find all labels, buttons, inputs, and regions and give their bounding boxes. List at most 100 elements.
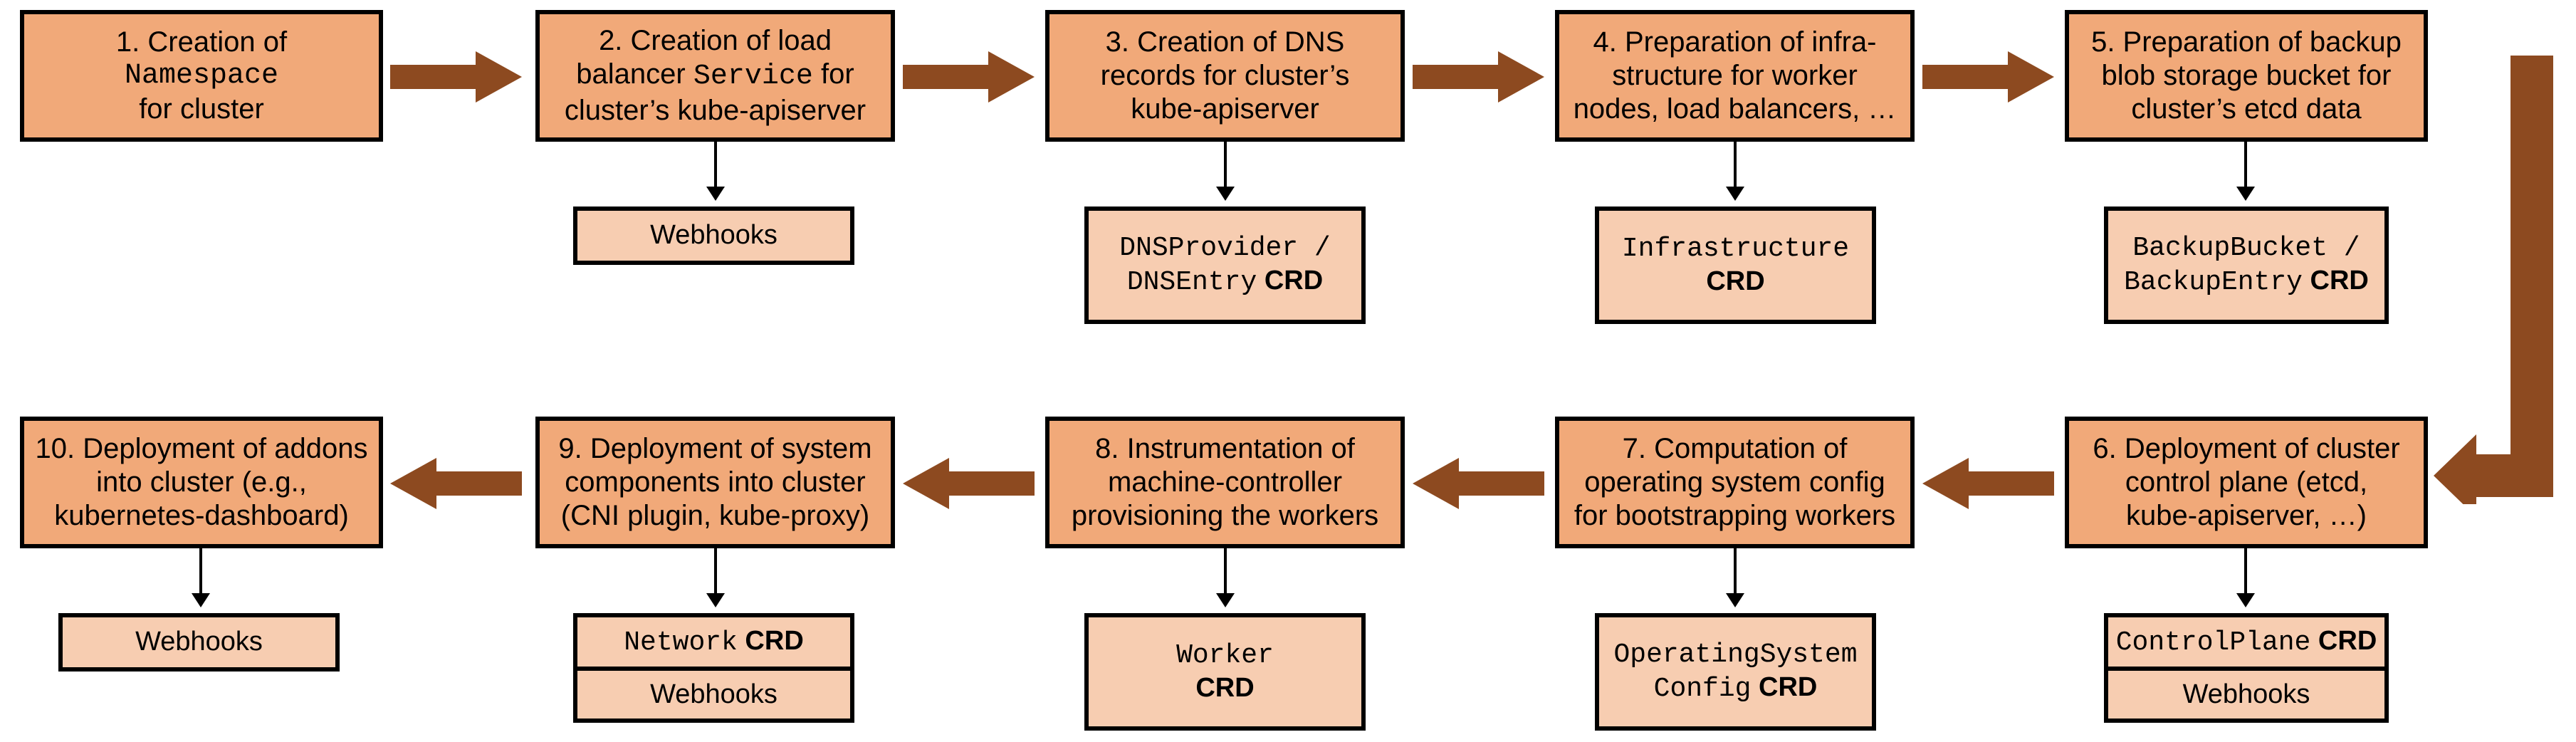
artifact-box-4-infrastructure-crd[interactable]: Infrastructure CRD bbox=[1595, 207, 1876, 324]
flow-arrow-2-to-3 bbox=[903, 51, 1035, 103]
step-10-line-3: kubernetes-dashboard) bbox=[54, 500, 349, 532]
flow-arrow-7-to-8 bbox=[1413, 458, 1544, 509]
step-box-1[interactable]: 1. Creation of Namespace for cluster bbox=[20, 10, 383, 142]
artifact-4-line-1: Infrastructure bbox=[1621, 233, 1850, 264]
step-box-2[interactable]: 2. Creation of load balancer Service for… bbox=[535, 10, 895, 142]
flow-arrow-1-to-2 bbox=[390, 51, 522, 103]
step-2-line-1: 2. Creation of load bbox=[599, 25, 832, 57]
flow-arrow-9-to-10 bbox=[390, 458, 522, 509]
flow-arrow-5-to-6-wraparound bbox=[2434, 56, 2576, 504]
step-4-line-2: structure for worker bbox=[1612, 59, 1858, 91]
artifact-9-line-1-a: Network bbox=[624, 627, 738, 658]
step-8-line-3: provisioning the workers bbox=[1071, 500, 1379, 532]
artifact-6-line-1: ControlPlane CRD bbox=[2116, 625, 2377, 659]
artifact-6-line-1-b: CRD bbox=[2310, 625, 2377, 656]
connector-6 bbox=[2244, 548, 2247, 597]
step-2-line-3: cluster’s kube-apiserver bbox=[564, 94, 866, 126]
step-10-line-2: into cluster (e.g., bbox=[96, 466, 307, 498]
artifact-box-8-worker-crd[interactable]: Worker CRD bbox=[1084, 613, 1366, 731]
step-1-line-2: Namespace bbox=[124, 59, 279, 92]
connector-4-arrowhead bbox=[1726, 187, 1744, 201]
artifact-5-line-2: BackupEntry CRD bbox=[2124, 265, 2369, 299]
artifact-9-line-1: Network CRD bbox=[624, 625, 804, 659]
step-4-line-3: nodes, load balancers, … bbox=[1573, 93, 1897, 125]
connector-9 bbox=[714, 548, 717, 597]
step-2-line-2-a: balancer bbox=[576, 58, 693, 90]
connector-10 bbox=[199, 548, 202, 597]
step-7-line-3: for bootstrapping workers bbox=[1574, 500, 1896, 532]
step-6-line-1: 6. Deployment of cluster bbox=[2093, 432, 2400, 464]
connector-2-arrowhead bbox=[706, 187, 725, 201]
connector-4 bbox=[1734, 142, 1737, 190]
step-9-line-2: components into cluster bbox=[565, 466, 866, 498]
flow-arrow-8-to-9 bbox=[903, 458, 1035, 509]
step-2-line-2-b: Service bbox=[693, 61, 813, 93]
artifact-7-line-1: OperatingSystem bbox=[1613, 639, 1858, 670]
step-5-line-1: 5. Preparation of backup bbox=[2091, 26, 2402, 58]
step-3-line-2: records for cluster’s bbox=[1100, 59, 1350, 91]
artifact-9-network-crd[interactable]: Network CRD bbox=[577, 617, 850, 667]
step-8-line-2: machine-controller bbox=[1107, 466, 1343, 498]
artifact-3-line-2-a: DNSEntry bbox=[1126, 266, 1257, 298]
artifact-5-line-1: BackupBucket / bbox=[2132, 232, 2360, 263]
step-7-line-1: 7. Computation of bbox=[1622, 432, 1848, 464]
step-10-line-1: 10. Deployment of addons bbox=[35, 432, 368, 464]
connector-8 bbox=[1224, 548, 1227, 597]
connector-2 bbox=[714, 142, 717, 190]
step-2-line-2: balancer Service for bbox=[576, 58, 854, 93]
step-1-line-3: for cluster bbox=[139, 93, 264, 125]
step-box-10[interactable]: 10. Deployment of addons into cluster (e… bbox=[20, 417, 383, 548]
artifact-7-line-2: Config CRD bbox=[1654, 672, 1818, 706]
artifact-box-10-webhooks[interactable]: Webhooks bbox=[58, 613, 340, 672]
artifact-6-controlplane-crd[interactable]: ControlPlane CRD bbox=[2108, 617, 2384, 667]
artifact-stack-9[interactable]: Network CRD Webhooks bbox=[573, 613, 854, 723]
artifact-2-label: Webhooks bbox=[650, 220, 777, 251]
flow-arrow-6-to-7 bbox=[1922, 458, 2054, 509]
artifact-4-line-2: CRD bbox=[1706, 266, 1765, 296]
artifact-6-line-2: Webhooks bbox=[2182, 679, 2310, 709]
connector-8-arrowhead bbox=[1216, 593, 1235, 607]
connector-10-arrowhead bbox=[192, 593, 210, 607]
artifact-8-line-1: Worker bbox=[1176, 639, 1274, 671]
artifact-9-line-1-b: CRD bbox=[737, 625, 804, 656]
artifact-5-line-2-b: CRD bbox=[2302, 265, 2369, 296]
connector-3 bbox=[1224, 142, 1227, 190]
step-4-line-1: 4. Preparation of infra- bbox=[1593, 26, 1877, 58]
step-box-9[interactable]: 9. Deployment of system components into … bbox=[535, 417, 895, 548]
step-9-line-3: (CNI plugin, kube-proxy) bbox=[560, 500, 870, 532]
step-7-line-2: operating system config bbox=[1584, 466, 1885, 498]
artifact-10-label: Webhooks bbox=[135, 627, 263, 657]
step-8-line-1: 8. Instrumentation of bbox=[1095, 432, 1355, 464]
flow-arrow-3-to-4 bbox=[1413, 51, 1544, 103]
connector-3-arrowhead bbox=[1216, 187, 1235, 201]
step-3-line-3: kube-apiserver bbox=[1131, 93, 1319, 125]
connector-9-arrowhead bbox=[706, 593, 725, 607]
artifact-box-7-osc-crd[interactable]: OperatingSystem Config CRD bbox=[1595, 613, 1876, 731]
artifact-6-webhooks[interactable]: Webhooks bbox=[2108, 667, 2384, 719]
artifact-box-2-webhooks[interactable]: Webhooks bbox=[573, 207, 854, 265]
artifact-stack-6[interactable]: ControlPlane CRD Webhooks bbox=[2104, 613, 2389, 723]
connector-7-arrowhead bbox=[1726, 593, 1744, 607]
connector-5 bbox=[2244, 142, 2247, 190]
step-6-line-3: kube-apiserver, …) bbox=[2126, 500, 2367, 532]
connector-7 bbox=[1734, 548, 1737, 597]
step-box-7[interactable]: 7. Computation of operating system confi… bbox=[1555, 417, 1915, 548]
artifact-5-line-2-a: BackupEntry bbox=[2124, 266, 2303, 298]
step-box-3[interactable]: 3. Creation of DNS records for cluster’s… bbox=[1045, 10, 1405, 142]
step-5-line-2: blob storage bucket for bbox=[2101, 59, 2392, 91]
connector-6-arrowhead bbox=[2236, 593, 2255, 607]
step-box-6[interactable]: 6. Deployment of cluster control plane (… bbox=[2065, 417, 2428, 548]
step-5-line-3: cluster’s etcd data bbox=[2131, 93, 2362, 125]
artifact-box-3-dns-crd[interactable]: DNSProvider / DNSEntry CRD bbox=[1084, 207, 1366, 324]
step-2-line-2-c: for bbox=[812, 58, 854, 90]
step-3-line-1: 3. Creation of DNS bbox=[1105, 26, 1345, 58]
step-6-line-2: control plane (etcd, bbox=[2125, 466, 2368, 498]
artifact-9-webhooks[interactable]: Webhooks bbox=[577, 667, 850, 719]
artifact-box-5-backupbucket-crd[interactable]: BackupBucket / BackupEntry CRD bbox=[2104, 207, 2389, 324]
artifact-6-line-1-a: ControlPlane bbox=[2115, 627, 2311, 658]
step-box-5[interactable]: 5. Preparation of backup blob storage bu… bbox=[2065, 10, 2428, 142]
step-box-8[interactable]: 8. Instrumentation of machine-controller… bbox=[1045, 417, 1405, 548]
step-box-4[interactable]: 4. Preparation of infra- structure for w… bbox=[1555, 10, 1915, 142]
step-9-line-1: 9. Deployment of system bbox=[558, 432, 872, 464]
